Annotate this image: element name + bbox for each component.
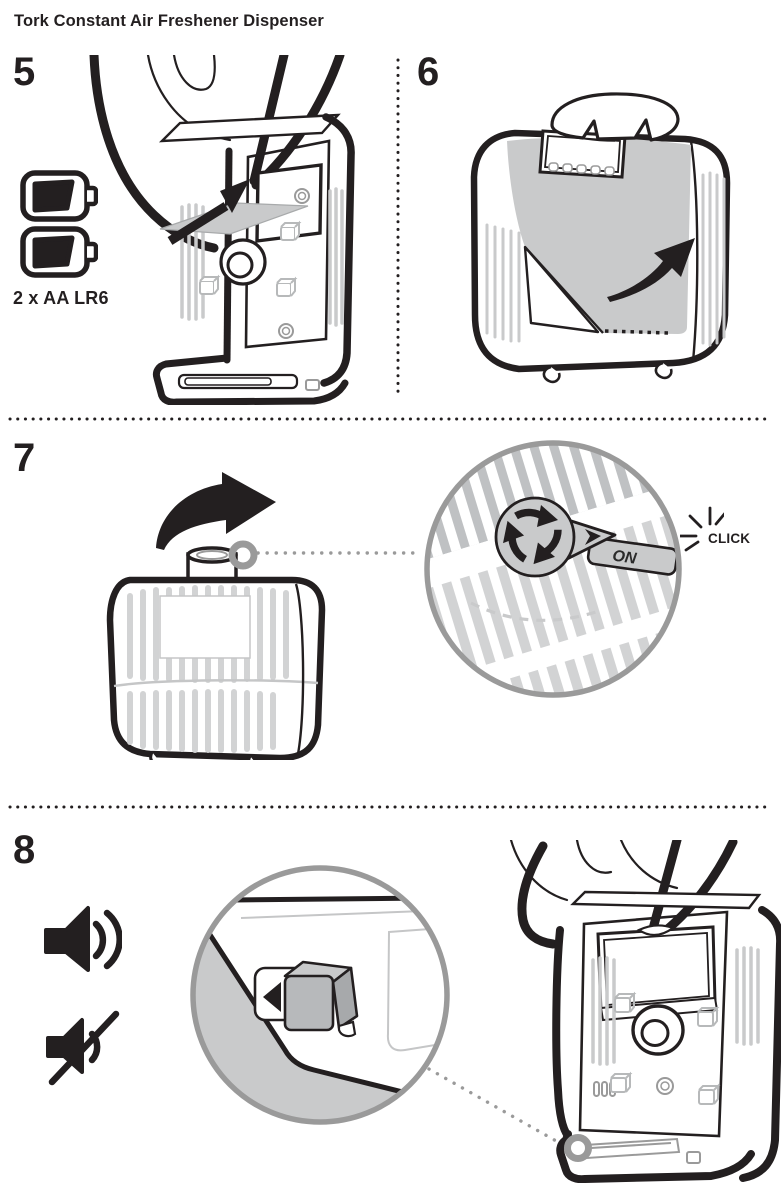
battery-spec-label: 2 x AA LR6 (13, 288, 109, 308)
leader-dotted-line (256, 551, 422, 555)
bottom-tray-slats (177, 373, 320, 391)
tear-dotted-line (604, 329, 670, 335)
horizontal-dotted-divider-1 (8, 417, 774, 421)
bottom-hook (654, 361, 673, 380)
bottom-tray-slats (583, 1137, 701, 1164)
step8-zoom-detail (190, 865, 450, 1125)
horizontal-dotted-divider-2 (8, 805, 774, 809)
step-8-number: 8 (13, 828, 36, 872)
canister-neck (186, 546, 238, 584)
step8-dispenser-crop (481, 840, 781, 1183)
zoom-origin-ring (564, 1134, 592, 1162)
vertical-dotted-divider (396, 58, 400, 398)
magnifier-ring (190, 865, 450, 1125)
page-title: Tork Constant Air Freshener Dispenser (14, 12, 324, 30)
clip-cubes (199, 220, 302, 297)
step-7-number: 7 (13, 436, 36, 480)
battery-icon (20, 170, 98, 222)
screw-detail (278, 188, 310, 339)
leader-dotted-line (427, 1067, 567, 1148)
click-label: CLICK (708, 531, 751, 546)
peel-arrow-icon (607, 238, 695, 302)
step8-dispenser-back-illustration (509, 840, 781, 1183)
step5-dispenser-back-illustration (89, 55, 355, 405)
battery-icon (20, 226, 98, 278)
bottom-hook (542, 365, 561, 384)
step7-zoom-detail: ON (424, 440, 682, 698)
screw-detail (656, 1077, 674, 1095)
label-area (159, 595, 251, 659)
step7-refill-canister-illustration (106, 472, 326, 760)
valve-dial (494, 496, 617, 578)
on-label: ON (611, 548, 638, 568)
vent-ridges (591, 946, 760, 1066)
step6-refill-peel-illustration (470, 92, 731, 384)
refill-cap (550, 92, 680, 142)
valve-ring-marker (228, 540, 258, 570)
rotation-arrows (503, 505, 562, 565)
click-burst-icon (680, 506, 724, 552)
rotate-arrow-icon (156, 472, 276, 550)
sound-slider-switch (253, 960, 359, 1038)
housing-shadow (193, 924, 447, 1122)
step-5-number: 5 (13, 50, 36, 94)
spout-port (631, 1004, 685, 1056)
step-6-number: 6 (417, 50, 440, 94)
speaker-muted-icon (46, 1010, 120, 1086)
speaker-glyph (263, 982, 281, 1012)
speaker-on-icon (44, 906, 122, 972)
spout-port (219, 238, 267, 286)
magnifier-ring (424, 440, 682, 698)
insert-arrow-icon (167, 179, 250, 245)
clip-cubes (610, 991, 721, 1105)
